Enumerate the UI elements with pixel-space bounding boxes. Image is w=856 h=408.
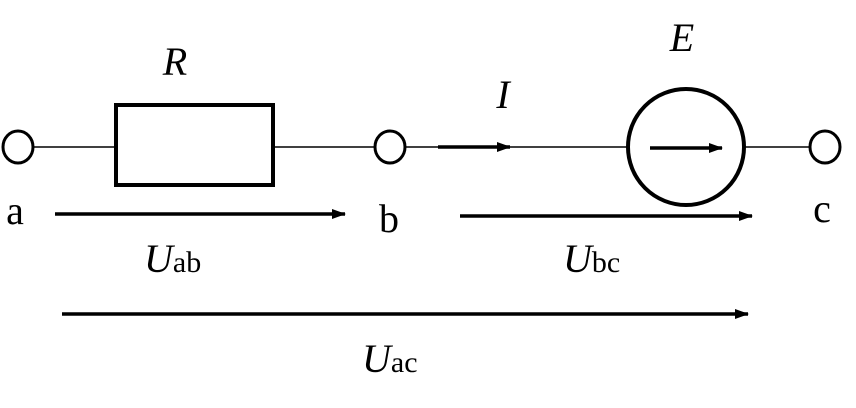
node-a-label: a: [6, 188, 24, 233]
voltage-ac-symbol: U: [362, 336, 394, 381]
terminal-a: [1, 129, 35, 165]
voltage-ab-symbol: U: [144, 236, 176, 281]
current-label: I: [495, 72, 511, 117]
voltage-bc-label: Ubc: [563, 236, 620, 281]
resistor: [114, 103, 275, 187]
voltage-bc-subscript: bc: [592, 246, 620, 279]
node-b-label: b: [379, 196, 399, 241]
node-c-label: c: [813, 186, 831, 231]
terminal-b: [373, 129, 407, 165]
voltage-bc-symbol: U: [563, 236, 595, 281]
voltage-ab-subscript: ab: [173, 246, 201, 279]
voltage-ac-label: Uac: [362, 336, 418, 381]
voltage-ac-subscript: ac: [391, 346, 418, 379]
terminal-c: [808, 129, 842, 165]
voltage-ab-label: Uab: [144, 236, 201, 281]
resistor-label: R: [162, 39, 187, 84]
source-label: E: [669, 15, 694, 60]
